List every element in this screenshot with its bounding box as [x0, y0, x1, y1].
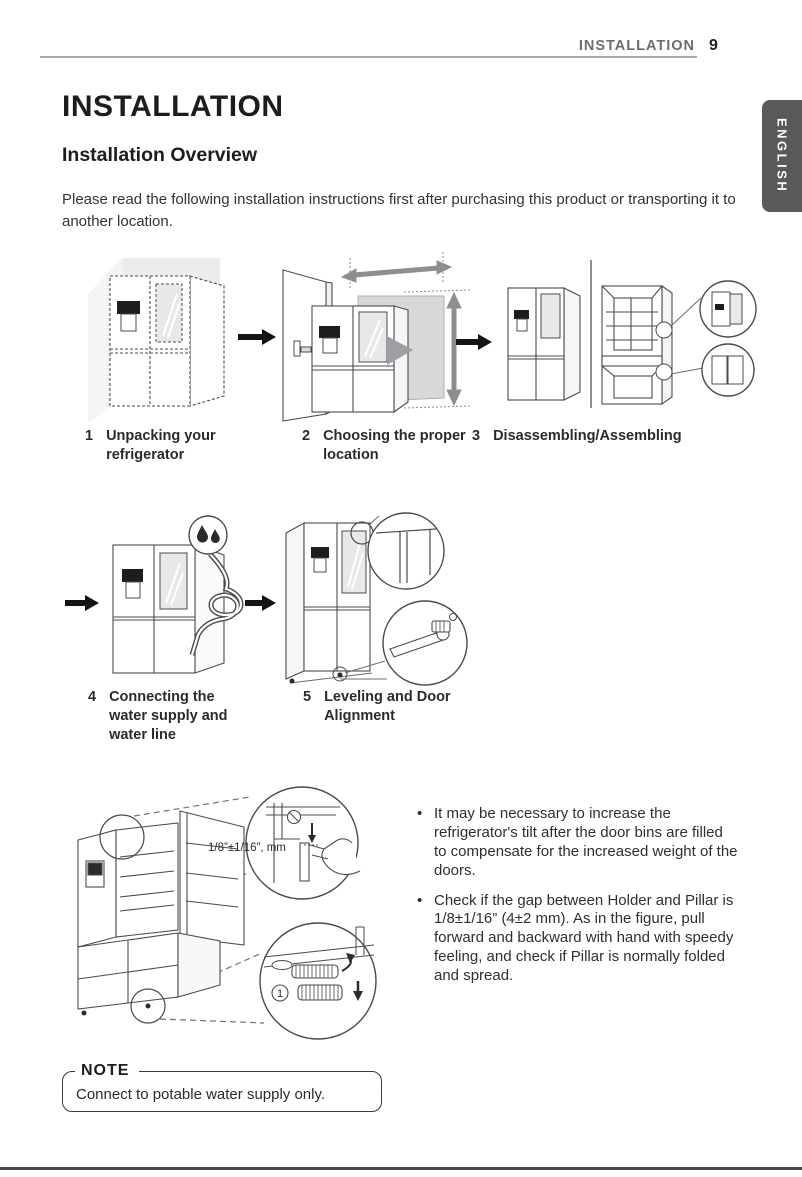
- bullet-item: It may be necessary to increase the refr…: [415, 805, 739, 881]
- step1-unpacking-illustration: [88, 258, 225, 422]
- gap-check-callout-circle: [245, 786, 361, 900]
- step-number: 4: [88, 689, 97, 705]
- step-caption-1: 1 Unpacking your refrigerator: [85, 427, 226, 465]
- water-drop-icon: [188, 515, 228, 555]
- step-number: 2: [302, 428, 311, 444]
- step-label: Leveling and Door Alignment: [324, 689, 451, 724]
- leveling-foot-callout-circle: [382, 600, 468, 686]
- step-caption-2: 2 Choosing the proper location: [302, 427, 467, 465]
- language-tab: ENGLISH: [762, 100, 802, 212]
- note-label: NOTE: [81, 1062, 130, 1079]
- open-refrigerator-illustration: [77, 810, 245, 1010]
- arrow-right-icon: [245, 595, 276, 611]
- step-label: Disassembling/Assembling: [493, 428, 682, 444]
- step-label: Unpacking your refrigerator: [106, 428, 216, 463]
- header-rule: [40, 56, 697, 58]
- width-measure-arrow-icon: [340, 252, 453, 288]
- step-caption-3: 3 Disassembling/Assembling: [472, 427, 682, 446]
- section-subtitle: Installation Overview: [62, 144, 258, 166]
- page-title: INSTALLATION: [62, 90, 284, 123]
- step-caption-5: 5 Leveling and Door Alignment: [303, 688, 464, 726]
- door-swing-arrow-icon: [387, 336, 413, 365]
- step2-location-illustration: [282, 252, 473, 422]
- figure-steps-4-5: [65, 512, 468, 686]
- arrow-right-icon: [65, 595, 99, 611]
- hand-icon: [309, 838, 361, 876]
- door-gap-callout-circle: [367, 512, 445, 590]
- note-box: NOTE Connect to potable water supply onl…: [62, 1062, 382, 1112]
- arrow-right-icon: [456, 334, 492, 350]
- intro-paragraph: Please read the following installation i…: [62, 191, 736, 230]
- leveling-callout-circle: 1: [259, 922, 377, 1040]
- step-label: Choosing the proper location: [323, 428, 466, 463]
- callout-number: 1: [277, 988, 283, 1000]
- figure-holder-pillar-check: 1/8”±1/16”, mm 1: [77, 786, 377, 1040]
- tilt-check-bullet-list: It may be necessary to increase the refr…: [415, 805, 760, 997]
- arrow-right-icon: [238, 329, 276, 345]
- header-page-number: 9: [709, 37, 718, 54]
- step-number: 1: [85, 428, 94, 444]
- door-lock-icon: [293, 340, 312, 357]
- step4-water-illustration: [112, 515, 244, 674]
- header-section-title: INSTALLATION: [578, 38, 695, 54]
- height-measure-arrow-icon: [403, 289, 473, 409]
- figure-steps-1-3: [88, 252, 757, 422]
- door-detail-callout-circle: [701, 343, 755, 397]
- step3-disassembling-illustration: [507, 260, 757, 408]
- step-number: 3: [472, 428, 481, 444]
- gap-dimension-label: 1/8”±1/16”, mm: [208, 842, 286, 854]
- water-dispenser: [117, 301, 140, 332]
- step5-leveling-illustration: [285, 512, 468, 686]
- bullet-item: Check if the gap between Holder and Pill…: [415, 892, 739, 986]
- footer-rule: [0, 1167, 802, 1170]
- language-tab-label: ENGLISH: [774, 118, 790, 194]
- step-label: Connecting the water supply and water li…: [109, 689, 228, 743]
- step-number: 5: [303, 689, 312, 705]
- cabinet-body: [601, 284, 673, 406]
- door-detail-callout-circle: [699, 280, 757, 338]
- step-caption-4: 4 Connecting the water supply and water …: [88, 688, 237, 745]
- note-text: Connect to potable water supply only.: [76, 1086, 326, 1103]
